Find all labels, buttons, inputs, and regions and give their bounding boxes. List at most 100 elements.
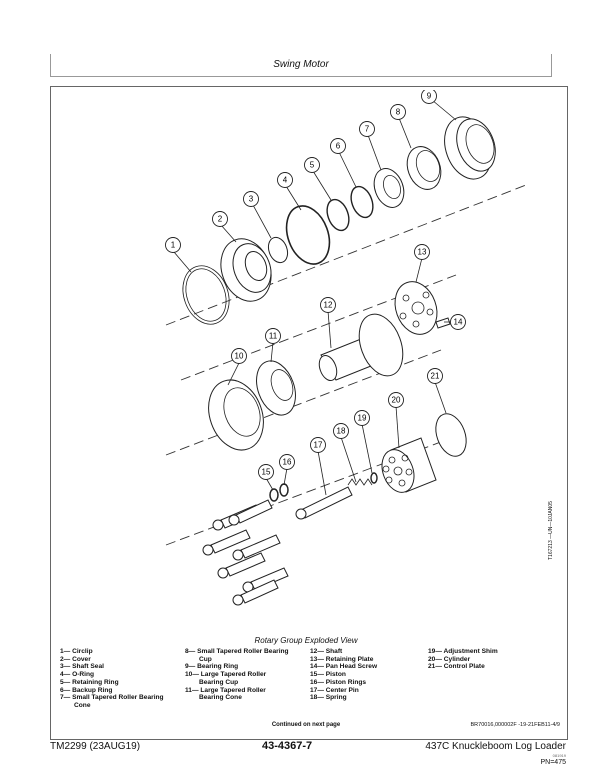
svg-text:6: 6 <box>336 142 341 151</box>
legend-item: 5— Retaining Ring <box>60 678 119 686</box>
legend-item: 9— Bearing Ring <box>185 663 239 671</box>
part-center-pin <box>295 486 353 520</box>
legend-item: 11— Large Tapered Roller <box>185 686 266 694</box>
svg-text:8: 8 <box>396 108 401 117</box>
callout-18: 18 <box>333 423 349 439</box>
part-large-bearing-cone <box>256 360 296 416</box>
callout-17: 17 <box>310 437 326 453</box>
part-pan-head-screw <box>435 317 451 329</box>
svg-text:1: 1 <box>171 241 176 250</box>
exploded-view-drawing: 1 2 3 4 5 6 7 8 9 10 11 12 13 14 15 16 1… <box>165 90 527 606</box>
callout-19: 19 <box>354 410 370 426</box>
callout-9: 9 <box>421 90 437 104</box>
figure-caption: Rotary Group Exploded View <box>254 636 358 645</box>
part-small-bearing-cone <box>373 168 405 208</box>
footer-pn: PN=475 <box>540 759 567 766</box>
legend-item: 3— Shaft Seal <box>60 663 104 671</box>
part-shaft-seal <box>267 236 289 264</box>
part-piston-ring-b <box>279 483 289 497</box>
legend-item-continued: Cone <box>74 701 91 709</box>
part-pistons <box>202 499 289 606</box>
part-control-plate <box>435 413 467 457</box>
svg-text:17: 17 <box>314 441 323 450</box>
legend-item: 4— O-Ring <box>60 671 95 679</box>
svg-text:15: 15 <box>262 468 271 477</box>
part-backup-ring <box>350 185 374 219</box>
footer-doc-id: TM2299 (23AUG19) <box>50 741 141 752</box>
footer-small-code: 081919 <box>552 753 566 758</box>
legend-column-4: 19— Adjustment Shim 20— Cylinder 21— Con… <box>428 648 498 671</box>
callout-16: 16 <box>279 454 295 470</box>
callout-5: 5 <box>304 157 320 173</box>
section-title: Swing Motor <box>273 59 329 70</box>
legend-item: 19— Adjustment Shim <box>428 648 498 655</box>
svg-text:16: 16 <box>283 458 292 467</box>
callout-3: 3 <box>243 191 259 207</box>
part-circlip <box>182 265 230 325</box>
callout-21: 21 <box>427 368 443 384</box>
part-spring <box>347 478 373 486</box>
legend-item: 2— Cover <box>60 655 91 663</box>
callout-13: 13 <box>414 244 430 260</box>
svg-text:12: 12 <box>324 301 333 310</box>
callout-2: 2 <box>212 211 228 227</box>
legend-item: 18— Spring <box>310 694 347 702</box>
callout-4: 4 <box>277 172 293 188</box>
svg-text:14: 14 <box>454 318 463 327</box>
callout-6: 6 <box>330 138 346 154</box>
svg-text:9: 9 <box>427 92 432 101</box>
legend-item: 6— Backup Ring <box>60 686 113 694</box>
part-piston-ring-a <box>269 488 279 502</box>
legend-item: 8— Small Tapered Roller Bearing <box>185 648 289 655</box>
part-bearing-ring <box>444 116 496 180</box>
legend-item: 16— Piston Rings <box>310 678 367 686</box>
figure-id: BR70016,000002F -19-21FEB11-4/9 <box>470 722 561 728</box>
section-title-box: Swing Motor <box>50 54 552 77</box>
legend-item: 13— Retaining Plate <box>310 655 374 663</box>
svg-text:20: 20 <box>392 396 401 405</box>
legend-item: 17— Center Pin <box>310 686 359 694</box>
svg-text:10: 10 <box>235 352 244 361</box>
legend-column-1: 1— Circlip 2— Cover 3— Shaft Seal 4— O-R… <box>60 648 164 710</box>
legend-column-2: 8— Small Tapered Roller Bearing Cup 9— B… <box>185 648 289 702</box>
callout-14: 14 <box>450 314 466 330</box>
svg-text:3: 3 <box>249 195 254 204</box>
svg-text:2: 2 <box>218 215 223 224</box>
svg-text:7: 7 <box>365 125 370 134</box>
part-adjustment-shim <box>370 472 378 484</box>
legend-item: 21— Control Plate <box>428 663 485 671</box>
footer-title: 437C Knuckleboom Log Loader <box>425 741 566 752</box>
legend-item-continued: Bearing Cone <box>199 694 242 702</box>
callout-20: 20 <box>388 392 404 408</box>
part-o-ring <box>285 205 331 265</box>
part-shaft <box>318 313 404 382</box>
svg-text:19: 19 <box>358 414 367 423</box>
svg-text:11: 11 <box>269 332 278 341</box>
figure-side-code: T167213 —UN—10JAN05 <box>548 501 554 560</box>
callout-8: 8 <box>390 104 406 120</box>
callout-10: 10 <box>231 348 247 364</box>
continued-note: Continued on next page <box>271 722 341 728</box>
leader-lines <box>173 99 457 496</box>
legend-column-3: 12— Shaft 13— Retaining Plate 14— Pan He… <box>310 648 377 702</box>
part-large-bearing-cup <box>208 379 264 451</box>
svg-text:18: 18 <box>337 427 346 436</box>
svg-text:5: 5 <box>310 161 315 170</box>
legend-item-continued: Bearing Cup <box>199 678 239 686</box>
part-retaining-plate <box>394 281 438 335</box>
callout-15: 15 <box>258 464 274 480</box>
part-retaining-ring <box>326 198 350 232</box>
legend-item: 12— Shaft <box>310 648 343 655</box>
part-small-bearing-cup <box>406 146 442 190</box>
callouts: 1 2 3 4 5 6 7 8 9 10 11 12 13 14 15 16 1… <box>165 90 466 480</box>
legend-item: 15— Piston <box>310 671 346 679</box>
legend-item: 7— Small Tapered Roller Bearing <box>60 694 164 702</box>
footer-page-number: 43-4367-7 <box>262 740 313 752</box>
figure-frame <box>50 86 568 740</box>
svg-text:4: 4 <box>283 176 288 185</box>
callout-7: 7 <box>359 121 375 137</box>
callout-11: 11 <box>265 328 281 344</box>
svg-text:13: 13 <box>418 248 427 257</box>
part-cover <box>220 238 272 302</box>
legend-item: 14— Pan Head Screw <box>310 663 378 671</box>
